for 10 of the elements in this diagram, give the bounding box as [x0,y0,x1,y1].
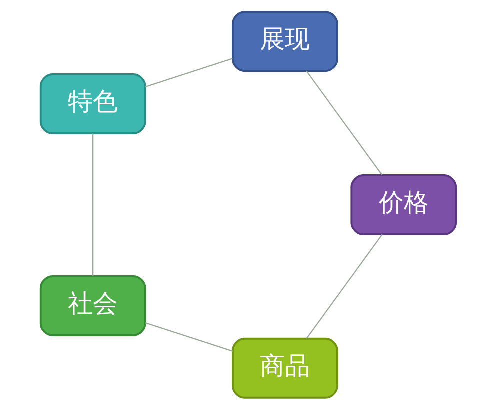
node-box: 特色 [40,74,146,134]
connector [145,322,234,352]
connector [306,234,383,340]
node-box: 商品 [232,338,338,399]
node-box: 展现 [232,11,338,72]
connector [145,58,233,88]
connector [306,70,383,176]
node-box: 社会 [40,276,146,336]
node-box: 价格 [350,174,458,236]
connector [92,134,94,276]
